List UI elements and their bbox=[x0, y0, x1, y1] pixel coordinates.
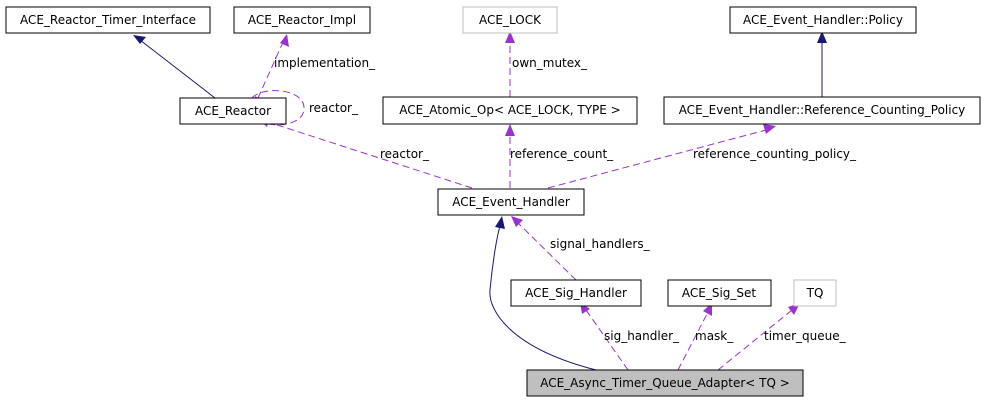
node-reactor[interactable]: ACE_Reactor bbox=[179, 97, 287, 125]
label-own-mutex: own_mutex_ bbox=[512, 56, 588, 70]
label-timer-queue: timer_queue_ bbox=[764, 329, 847, 343]
edge-reactor bbox=[267, 121, 473, 189]
label-mask: mask_ bbox=[695, 329, 734, 343]
label-reference-counting-policy: reference_counting_policy_ bbox=[693, 147, 857, 161]
arrowhead-ref-counting-policy bbox=[763, 124, 776, 134]
label-implementation: implementation_ bbox=[274, 56, 376, 70]
edge-reactor-self-loop bbox=[251, 90, 305, 126]
node-event-handler-policy[interactable]: ACE_Event_Handler::Policy bbox=[729, 6, 917, 34]
node-sig-set[interactable]: ACE_Sig_Set bbox=[667, 279, 772, 307]
arrowhead-ace-lock bbox=[505, 31, 515, 43]
node-label: ACE_Event_Handler::Reference_Counting_Po… bbox=[679, 103, 966, 117]
arrowhead-event-handler-inherit bbox=[495, 216, 505, 229]
label-signal-handlers: signal_handlers_ bbox=[550, 237, 651, 251]
node-label: ACE_Sig_Handler bbox=[525, 286, 627, 300]
edge-sig-handler bbox=[585, 309, 629, 371]
arrowhead-policy bbox=[817, 31, 827, 43]
node-atomic-op[interactable]: ACE_Atomic_Op< ACE_LOCK, TYPE > bbox=[382, 96, 638, 125]
node-label: ACE_Event_Handler::Policy bbox=[743, 13, 903, 27]
node-sig-handler[interactable]: ACE_Sig_Handler bbox=[510, 279, 642, 307]
node-async-timer-queue-adapter[interactable]: ACE_Async_Timer_Queue_Adapter< TQ > bbox=[526, 369, 804, 397]
node-ace-lock: ACE_LOCK bbox=[462, 6, 558, 34]
label-reference-count: reference_count_ bbox=[510, 147, 614, 161]
arrowhead-atomic-op bbox=[505, 124, 515, 136]
node-label: TQ bbox=[806, 286, 824, 300]
label-sig-handler: sig_handler_ bbox=[604, 329, 680, 343]
edge-adapter-inherits-event-handler bbox=[489, 225, 597, 371]
label-reactor-self: reactor_ bbox=[309, 101, 359, 115]
node-label: ACE_LOCK bbox=[479, 13, 542, 27]
edge-reactor-inherits-timer-interface bbox=[139, 39, 216, 99]
edge-signal-handlers bbox=[516, 221, 577, 281]
node-label: ACE_Sig_Set bbox=[682, 286, 757, 300]
arrowhead-event-handler-signal bbox=[511, 216, 523, 227]
node-tq: TQ bbox=[793, 279, 837, 307]
node-label: ACE_Reactor_Timer_Interface bbox=[20, 13, 196, 27]
node-label: ACE_Reactor_Impl bbox=[248, 13, 356, 27]
edge-reference-counting-policy bbox=[547, 129, 767, 189]
edge-timer-queue bbox=[717, 309, 793, 371]
node-label: ACE_Event_Handler bbox=[452, 195, 570, 209]
arrowhead-reactor-impl bbox=[280, 34, 289, 47]
node-reference-counting-policy[interactable]: ACE_Event_Handler::Reference_Counting_Po… bbox=[663, 96, 981, 125]
node-reactor-timer-interface[interactable]: ACE_Reactor_Timer_Interface bbox=[5, 6, 211, 34]
node-reactor-impl[interactable]: ACE_Reactor_Impl bbox=[233, 6, 371, 34]
label-reactor: reactor_ bbox=[380, 147, 430, 161]
node-event-handler[interactable]: ACE_Event_Handler bbox=[437, 188, 585, 216]
node-label: ACE_Atomic_Op< ACE_LOCK, TYPE > bbox=[399, 103, 620, 117]
arrowhead-timer-interface bbox=[133, 35, 146, 44]
node-label: ACE_Async_Timer_Queue_Adapter< TQ > bbox=[540, 376, 790, 390]
node-label: ACE_Reactor bbox=[195, 104, 271, 118]
